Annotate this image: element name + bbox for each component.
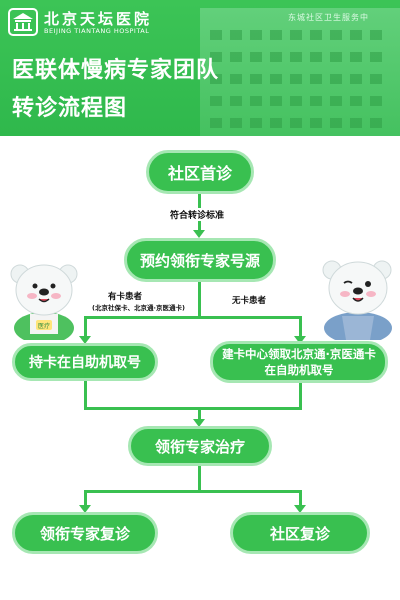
building-windows — [210, 74, 390, 84]
header-banner: 东城社区卫生服务中 北京天坛医院 BEIJING TIANTANG HOSPIT… — [0, 0, 400, 136]
bear-doctor-mascot-icon: 医疗 — [10, 264, 78, 340]
page-subtitle: 转诊流程图 — [12, 96, 128, 121]
connector-line — [84, 316, 302, 319]
step-card-self-service: 持卡在自助机取号 — [12, 343, 158, 381]
with-card-note: (北京社保卡、北京通·京医通卡) — [92, 304, 185, 312]
step-book-expert: 预约领衔专家号源 — [124, 238, 276, 282]
arrow-down-icon — [79, 505, 91, 513]
building-image — [200, 8, 400, 136]
building-windows — [210, 96, 390, 106]
step-expert-treatment: 领衔专家治疗 — [128, 426, 272, 466]
connector-line — [198, 466, 201, 492]
step-label: 社区复诊 — [269, 524, 330, 543]
bear-mascot-icon — [322, 260, 392, 340]
connector-line — [299, 316, 302, 340]
connector-line — [299, 383, 302, 409]
hospital-logo-icon — [8, 8, 38, 36]
criteria-label: 符合转诊标准 — [168, 208, 227, 221]
hospital-name: 北京天坛医院 — [44, 10, 153, 28]
step-label: 持卡在自助机取号 — [29, 355, 141, 371]
with-card-label: 有卡患者 — [108, 292, 143, 302]
connector-line — [299, 490, 302, 508]
arrow-down-icon — [193, 419, 205, 427]
no-card-label: 无卡患者 — [232, 296, 267, 306]
connector-line — [198, 407, 201, 421]
arrow-down-icon — [193, 230, 205, 238]
connector-line — [84, 381, 87, 409]
step-label: 领衔专家治疗 — [154, 437, 245, 456]
connector-line — [84, 490, 302, 493]
building-windows — [210, 52, 390, 62]
step-label-line2: 在自助机取号 — [264, 363, 334, 377]
step-label: 预约领衔专家号源 — [139, 251, 260, 270]
connector-line — [198, 282, 201, 318]
step-label-line1: 建卡中心领取北京通·京医通卡 — [222, 347, 376, 361]
connector-line — [84, 316, 87, 340]
step-label: 社区首诊 — [167, 164, 232, 183]
connector-line — [84, 407, 302, 410]
step-label: 领衔专家复诊 — [39, 524, 130, 543]
page-title: 医联体慢病专家团队 — [12, 58, 220, 83]
arrow-down-icon — [294, 505, 306, 513]
badge-text: 医疗 — [38, 322, 50, 330]
arrow-down-icon — [79, 336, 91, 344]
step-community-first-visit: 社区首诊 — [146, 150, 254, 194]
connector-line — [84, 490, 87, 508]
step-community-followup: 社区复诊 — [230, 512, 370, 554]
temple-icon — [13, 13, 33, 31]
step-card-center: 建卡中心领取北京通·京医通卡 在自助机取号 — [210, 341, 388, 383]
building-sign: 东城社区卫生服务中 — [288, 13, 369, 22]
step-expert-followup: 领衔专家复诊 — [12, 512, 158, 554]
building-windows — [210, 118, 390, 128]
building-windows — [210, 30, 390, 40]
arrow-down-icon — [294, 336, 306, 344]
hospital-name-en: BEIJING TIANTANG HOSPITAL — [44, 27, 150, 35]
